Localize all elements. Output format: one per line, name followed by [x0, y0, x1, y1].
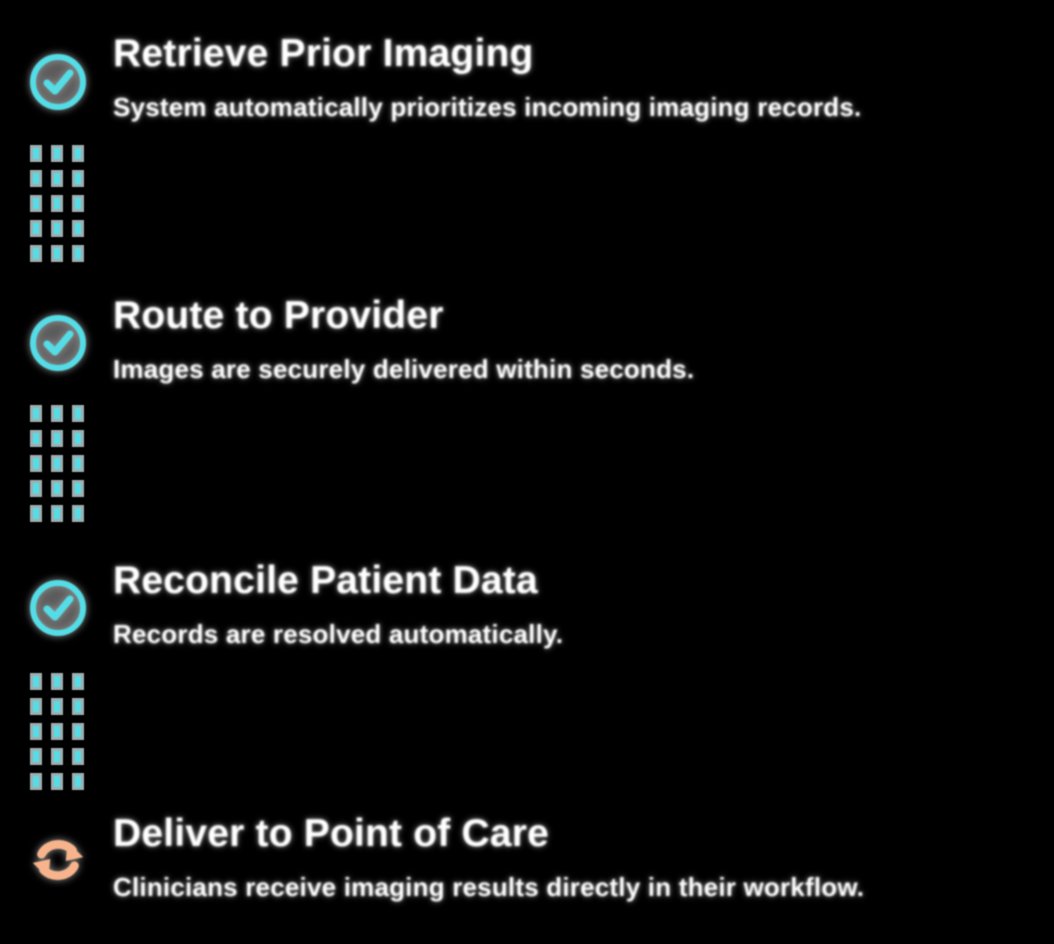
- connector-dash: [72, 405, 84, 422]
- dashed-connector: [30, 145, 84, 262]
- connector-dash: [30, 773, 42, 790]
- step-2-text: Route to Provider Images are securely de…: [113, 294, 1034, 384]
- connector-dash: [72, 455, 84, 472]
- step-4-text: Deliver to Point of Care Clinicians rece…: [113, 812, 1034, 902]
- check-circle-icon: [27, 577, 89, 639]
- connector-dash-column: [30, 145, 42, 262]
- connector-dash: [51, 673, 63, 690]
- step-title: Reconcile Patient Data: [113, 559, 538, 602]
- connector-dash: [30, 723, 42, 740]
- connector-dash: [72, 245, 84, 262]
- connector-dash: [51, 145, 63, 162]
- connector-dash: [51, 455, 63, 472]
- check-circle-icon: [27, 51, 89, 113]
- connector-dash: [51, 245, 63, 262]
- connector-dash: [30, 245, 42, 262]
- refresh-icon: [27, 829, 89, 891]
- connector-dash: [51, 170, 63, 187]
- connector-dash: [51, 480, 63, 497]
- connector-dash: [30, 480, 42, 497]
- connector-dash: [30, 220, 42, 237]
- step-description: Clinicians receive imaging results direc…: [113, 871, 865, 902]
- step-title: Retrieve Prior Imaging: [113, 32, 534, 75]
- connector-dash: [51, 430, 63, 447]
- connector-dash-column: [72, 405, 84, 522]
- connector-dash: [30, 145, 42, 162]
- connector-dash: [30, 673, 42, 690]
- connector-dash: [72, 220, 84, 237]
- step-description: Images are securely delivered within sec…: [113, 353, 695, 384]
- step-description: Records are resolved automatically.: [113, 618, 564, 649]
- connector-dash: [30, 170, 42, 187]
- connector-dash: [72, 748, 84, 765]
- connector-dash: [72, 145, 84, 162]
- connector-dash-column: [72, 145, 84, 262]
- connector-dash: [51, 195, 63, 212]
- dashed-connector: [30, 673, 84, 790]
- connector-dash-column: [51, 673, 63, 790]
- connector-dash: [72, 673, 84, 690]
- connector-dash: [51, 220, 63, 237]
- connector-dash: [30, 698, 42, 715]
- connector-dash: [51, 505, 63, 522]
- check-circle-icon: [27, 312, 89, 374]
- connector-dash: [72, 505, 84, 522]
- step-description: System automatically prioritizes incomin…: [113, 91, 862, 122]
- step-1-text: Retrieve Prior Imaging System automatica…: [113, 32, 1034, 122]
- connector-dash: [72, 723, 84, 740]
- connector-dash: [72, 773, 84, 790]
- connector-dash: [30, 748, 42, 765]
- connector-dash: [51, 773, 63, 790]
- step-title: Route to Provider: [113, 294, 444, 337]
- connector-dash: [72, 195, 84, 212]
- connector-dash: [51, 698, 63, 715]
- connector-dash-column: [30, 405, 42, 522]
- connector-dash: [51, 748, 63, 765]
- connector-dash: [30, 505, 42, 522]
- connector-dash: [72, 170, 84, 187]
- connector-dash: [30, 455, 42, 472]
- connector-dash-column: [51, 145, 63, 262]
- connector-dash-column: [30, 673, 42, 790]
- step-3-text: Reconcile Patient Data Records are resol…: [113, 559, 1034, 649]
- dashed-connector: [30, 405, 84, 522]
- connector-dash: [51, 405, 63, 422]
- connector-dash-column: [51, 405, 63, 522]
- connector-dash: [30, 405, 42, 422]
- connector-dash: [30, 195, 42, 212]
- connector-dash: [72, 698, 84, 715]
- connector-dash-column: [72, 673, 84, 790]
- connector-dash: [30, 430, 42, 447]
- connector-dash: [51, 723, 63, 740]
- connector-dash: [72, 430, 84, 447]
- connector-dash: [72, 480, 84, 497]
- step-title: Deliver to Point of Care: [113, 812, 550, 855]
